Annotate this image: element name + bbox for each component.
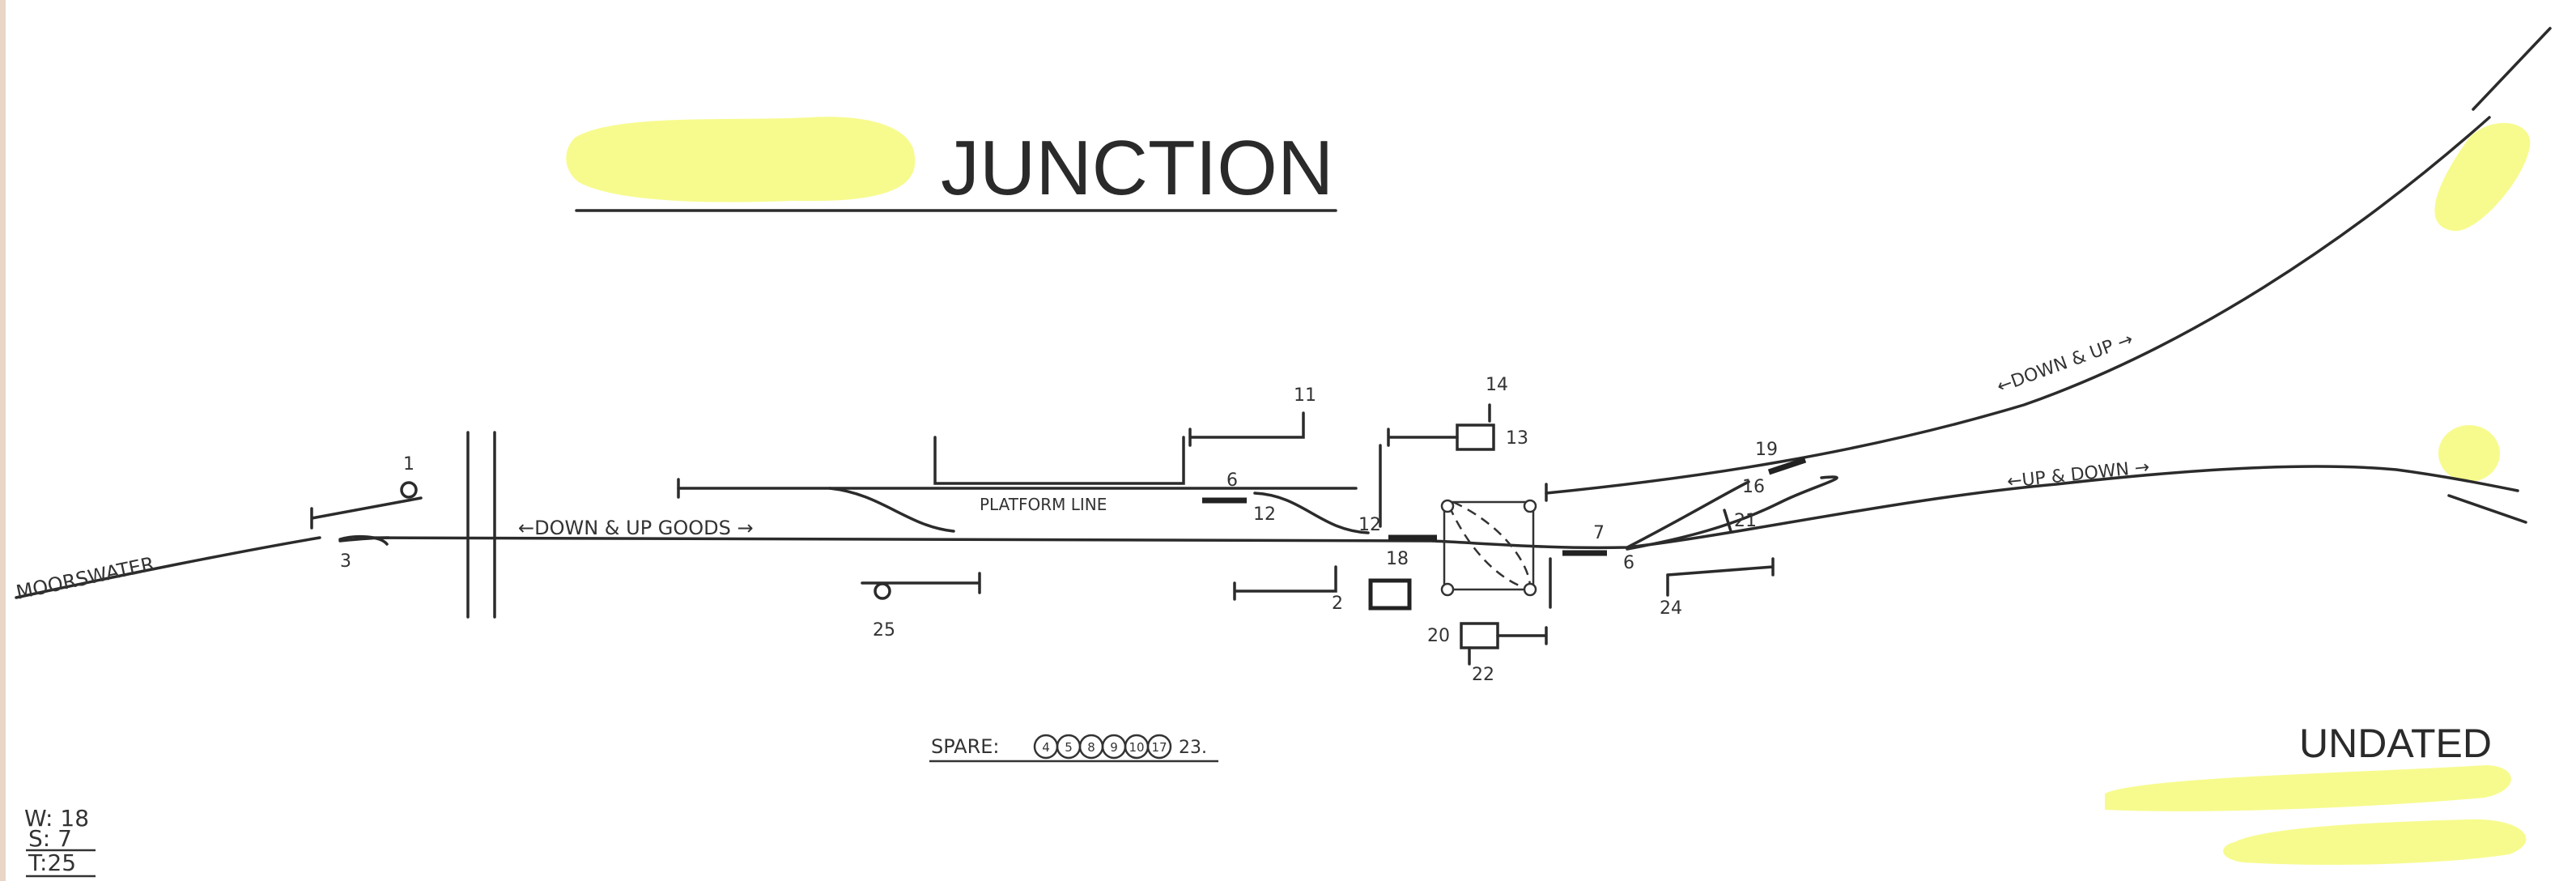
total-working: W: 18 — [24, 805, 89, 832]
total-spare: S: 7 — [28, 825, 72, 852]
spare-label: SPARE: — [931, 735, 1000, 758]
crossover-5 — [828, 487, 955, 533]
paper-edge — [0, 0, 6, 881]
spare-lever-17: 17 — [1151, 740, 1167, 755]
level-crossing — [1440, 499, 1537, 597]
lever-12a: 12 — [1253, 504, 1276, 525]
platform-outline — [933, 436, 1185, 485]
spare-lever-8: 8 — [1087, 740, 1095, 755]
spare-levers: SPARE: 4 5 8 9 10 17 23. — [929, 734, 1218, 763]
lever-12b: 12 — [1358, 515, 1381, 535]
lever-13: 13 — [1506, 428, 1528, 449]
lever-18: 18 — [1386, 549, 1409, 569]
up-down-line — [1431, 465, 2519, 550]
date-status: UNDATED — [2299, 721, 2492, 766]
spare-lever-4: 4 — [1042, 740, 1050, 755]
track-circuits — [1202, 457, 1807, 556]
spare-lever-5: 5 — [1065, 740, 1073, 755]
lever-24: 24 — [1660, 598, 1682, 619]
moorswater-line — [15, 536, 321, 599]
label-goods-line: ←DOWN & UP GOODS → — [518, 517, 754, 539]
redaction-marks — [566, 117, 2531, 865]
lever-3: 3 — [340, 551, 351, 572]
label-up-down: ←UP & DOWN → — [2006, 458, 2150, 492]
label-down-up: ←DOWN & UP → — [1995, 330, 2136, 398]
spare-lever-9: 9 — [1110, 740, 1118, 755]
lever-6: 6 — [1226, 470, 1238, 491]
lever-21: 21 — [1734, 511, 1757, 531]
label-moorswater: MOORSWATER — [14, 552, 156, 604]
lever-22: 22 — [1472, 665, 1494, 685]
lever-numbers: 1 3 25 11 14 13 6 12 12 18 2 20 22 7 6 1… — [340, 375, 1778, 685]
spare-lever-23: 23. — [1179, 738, 1207, 758]
lever-6b: 6 — [1623, 553, 1634, 573]
lever-19: 19 — [1755, 440, 1778, 460]
down-up-line — [1545, 116, 2491, 495]
lever-11: 11 — [1294, 385, 1316, 406]
lever-7: 7 — [1593, 523, 1605, 543]
diagram-title: JUNCTION — [941, 125, 1333, 211]
total-levers: T:25 — [28, 849, 76, 876]
spare-lever-10: 10 — [1129, 740, 1144, 755]
lever-20: 20 — [1427, 626, 1450, 646]
goods-main-line — [355, 536, 1435, 543]
lever-14: 14 — [1486, 375, 1508, 395]
crossover-12 — [1253, 492, 1370, 534]
label-platform-line: PLATFORM LINE — [980, 495, 1107, 514]
lever-25: 25 — [873, 620, 895, 641]
lever-1: 1 — [403, 454, 414, 475]
signal-box-icon — [1368, 578, 1412, 611]
tracks — [15, 27, 2552, 619]
lever-2: 2 — [1332, 594, 1343, 614]
crossover-16 — [1626, 480, 1750, 549]
lever-totals: W: 18 S: 7 T:25 — [24, 805, 96, 878]
signals — [310, 403, 1775, 666]
lever-16: 16 — [1742, 477, 1765, 497]
